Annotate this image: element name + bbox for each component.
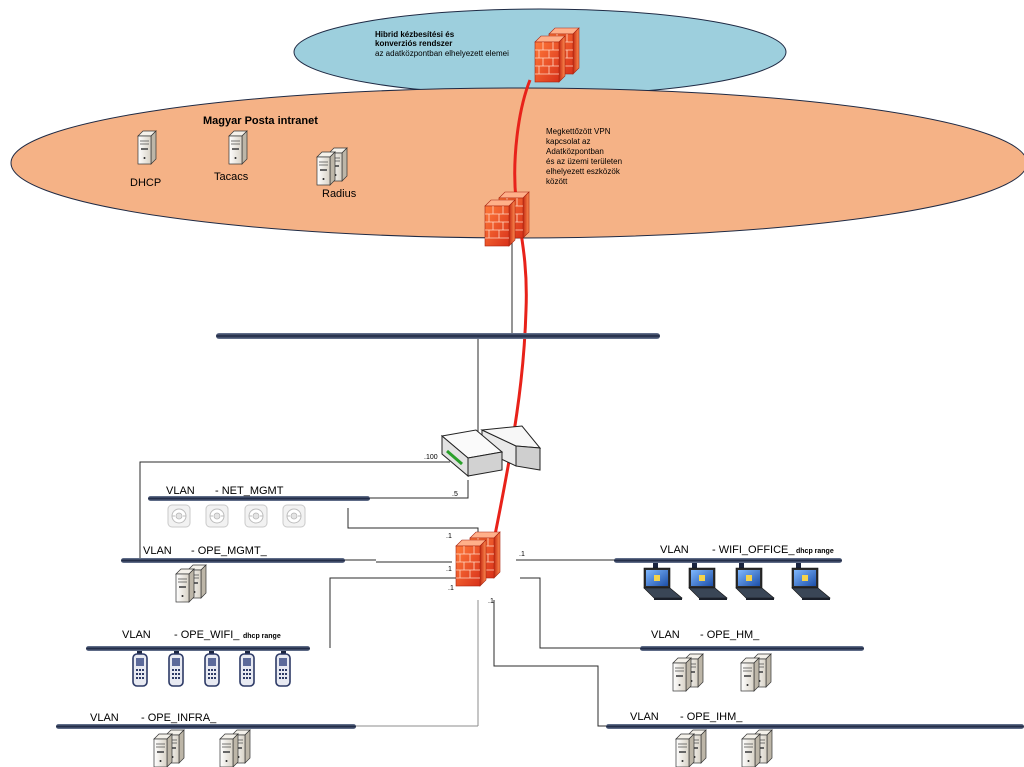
dhcp-label: DHCP (130, 177, 161, 189)
vlan-ope-hm-prefix: VLAN (651, 629, 680, 641)
vpn-note: Megkettőzött VPN kapcsolat az Adatközpon… (546, 127, 622, 186)
laptop-icon (688, 567, 728, 601)
fw-port-3: .1 (448, 585, 454, 592)
access-point-icon (167, 504, 191, 528)
intranet-firewall-icon (484, 191, 530, 247)
server-icon (176, 565, 206, 602)
laptop-icon (735, 567, 775, 601)
vlan-ope-infra-bus (56, 724, 356, 729)
vlan-ope-wifi-name: - OPE_WIFI_ (174, 629, 240, 641)
vlan-ope-ihm-prefix: VLAN (630, 711, 659, 723)
radius-label: Radius (322, 188, 357, 200)
handheld-scanner-icon (204, 653, 220, 687)
fw-port-5: .1 (519, 551, 525, 558)
datacenter-firewall-icon (534, 27, 580, 83)
vlan-ope-mgmt-name: - OPE_MGMT_ (191, 545, 268, 557)
fw-port-1: .1 (446, 533, 452, 540)
vlan-net-mgmt-bus (148, 496, 370, 501)
vlan-net-mgmt-name: - NET_MGMT (215, 485, 284, 497)
handheld-scanner-icon (275, 653, 291, 687)
vlan-wifi-office-name: - WIFI_OFFICE_ (712, 544, 795, 556)
network-links (139, 238, 640, 727)
main-firewall-icon (455, 531, 501, 587)
router-ip-5: .5 (452, 491, 458, 498)
router-ip-100: .100 (424, 454, 438, 461)
datacenter-subtitle: az adatközpontban elhelyezett elemei (375, 49, 509, 58)
datacenter-title-2: konverziós rendszer (375, 39, 452, 48)
svg-text:Adatközpontban: Adatközpontban (546, 147, 604, 156)
intranet-title: Magyar Posta intranet (203, 115, 318, 127)
handheld-scanner-icon (239, 653, 255, 687)
vlan-net-mgmt-prefix: VLAN (166, 485, 195, 497)
vlan-ope-mgmt-prefix: VLAN (143, 545, 172, 557)
fw-port-2: .1 (446, 566, 452, 573)
vlan-ope-ihm-bus (606, 724, 1024, 729)
vlan-wifi-office-prefix: VLAN (660, 544, 689, 556)
laptop-icon (643, 567, 683, 601)
svg-text:kapcsolat az: kapcsolat az (546, 137, 590, 146)
dhcp-server-icon (137, 130, 157, 165)
datacenter-title-1: Hibrid kézbesítési és (375, 30, 455, 39)
vlan-ope-mgmt-bus (121, 558, 345, 563)
server-icon (673, 654, 703, 691)
svg-text:Megkettőzött VPN: Megkettőzött VPN (546, 127, 611, 136)
access-point-icon (282, 504, 306, 528)
server-icon (220, 730, 250, 767)
laptop-icon (791, 567, 831, 601)
vlan-ope-wifi-bus (86, 646, 310, 651)
vlan-ope-wifi-prefix: VLAN (122, 629, 151, 641)
fw-port-4: .1 (488, 598, 494, 605)
server-icon (741, 654, 771, 691)
svg-text:és az üzemi területen: és az üzemi területen (546, 157, 622, 166)
vlan-wifi-office-bus (614, 558, 842, 563)
server-icon (154, 730, 184, 767)
tacacs-server-icon (228, 130, 248, 165)
tacacs-label: Tacacs (214, 171, 249, 183)
server-icon (742, 730, 772, 767)
access-point-icon (244, 504, 268, 528)
vlan-ope-hm-name: - OPE_HM_ (700, 629, 760, 641)
server-icon (676, 730, 706, 767)
handheld-scanner-icon (168, 653, 184, 687)
vlan-ope-infra-prefix: VLAN (90, 712, 119, 724)
vlan-ope-hm-bus (640, 646, 864, 651)
svg-text:elhelyezett eszközök: elhelyezett eszközök (546, 167, 621, 176)
vlan-ope-infra-name: - OPE_INFRA_ (141, 712, 217, 724)
radius-server-icon (317, 148, 347, 185)
svg-text:között: között (546, 177, 568, 186)
vlan-ope-wifi-extra: dhcp range (243, 633, 281, 640)
access-point-icon (205, 504, 229, 528)
handheld-scanner-icon (132, 653, 148, 687)
vlan-wifi-office-extra: dhcp range (796, 548, 834, 555)
core-bus (216, 333, 660, 339)
router-icon (440, 425, 542, 478)
vlan-ope-ihm-name: - OPE_IHM_ (680, 711, 743, 723)
